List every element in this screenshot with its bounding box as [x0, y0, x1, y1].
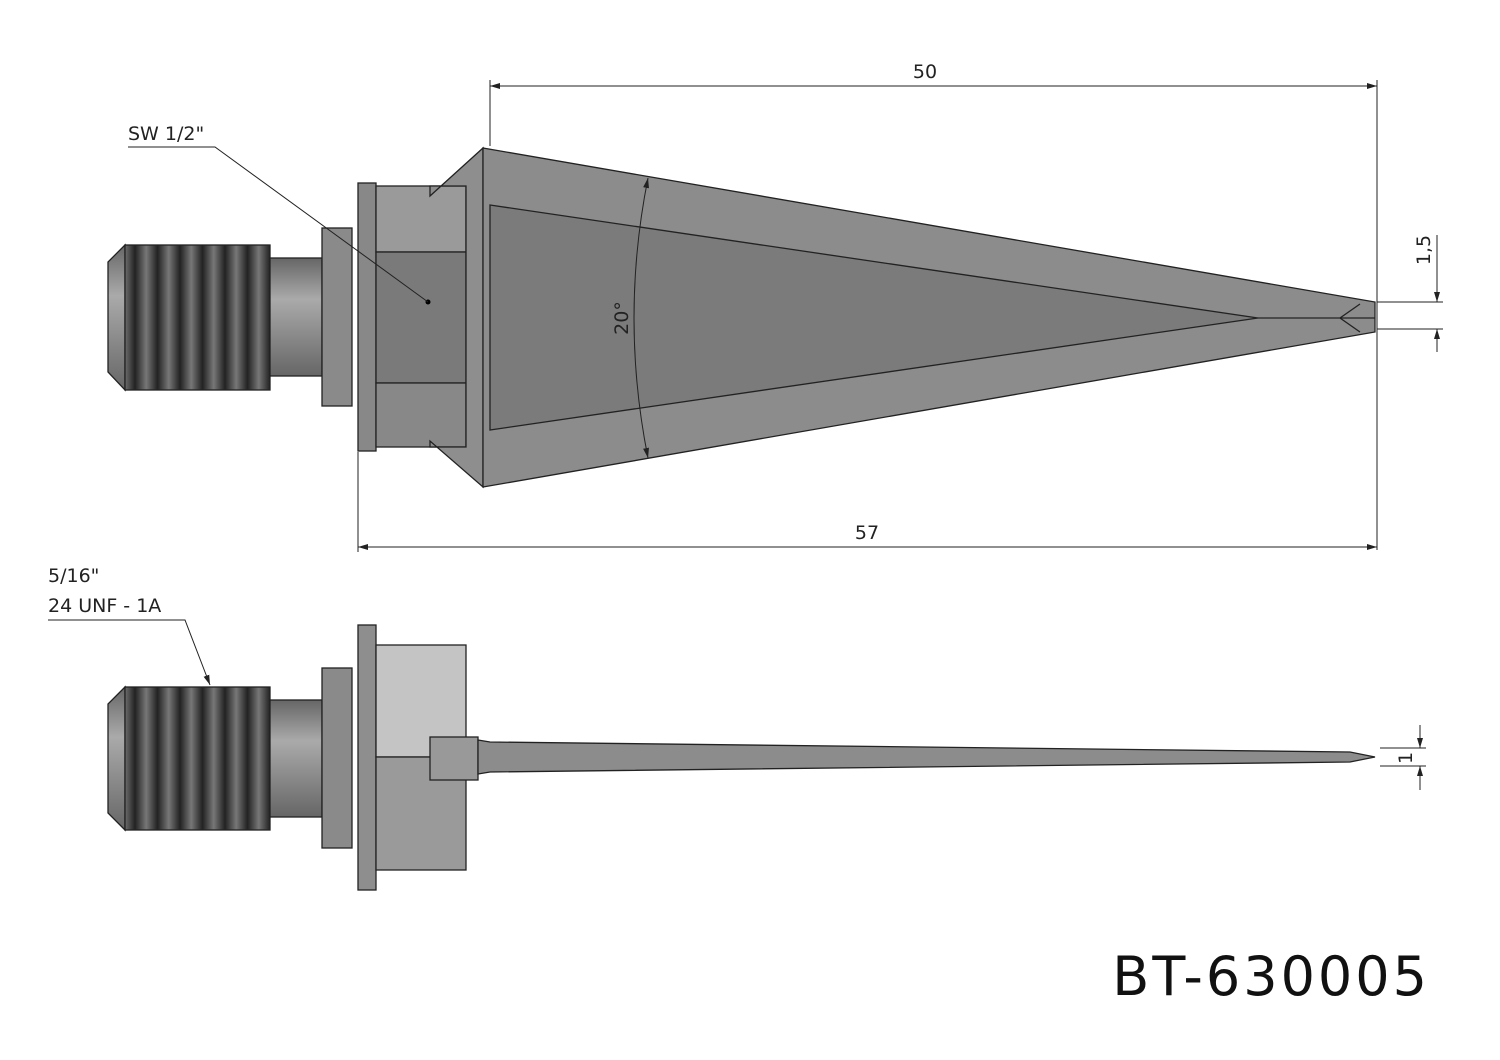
- dim-needle-extension: [1380, 725, 1426, 790]
- thread: [124, 686, 271, 831]
- dim-50-label: 50: [913, 61, 937, 83]
- dim-tip-extension: [1377, 235, 1443, 352]
- cone-face: [489, 204, 1259, 431]
- flange: [357, 182, 377, 452]
- needle: [477, 739, 1376, 775]
- hex-top-face: [375, 185, 467, 253]
- thread-chamfer: [107, 685, 126, 832]
- neck: [269, 257, 323, 377]
- tip-bevel: [1258, 303, 1375, 333]
- thread-leader: [48, 619, 211, 686]
- dim-57-label: 57: [855, 522, 879, 544]
- thread-chamfer: [107, 243, 126, 392]
- hex-bottom-face: [375, 382, 467, 448]
- collar: [321, 227, 353, 407]
- neck: [269, 699, 323, 818]
- dim-angle-arc: [633, 177, 649, 459]
- dim-tip-label: 1,5: [1413, 235, 1435, 265]
- side-view: 5/16" 24 UNF - 1A 1: [48, 565, 1426, 891]
- part-number: BT-630005: [1112, 945, 1430, 1008]
- thread-label-spec: 24 UNF - 1A: [48, 595, 161, 617]
- needle-holder: [429, 736, 479, 781]
- wrench-leader: [128, 146, 429, 303]
- dim-50-extension: [489, 80, 1378, 550]
- dim-needle-label: 1: [1395, 752, 1417, 764]
- hex-mid-face: [375, 251, 467, 384]
- top-view: SW 1/2" 50 57 1,5 20°: [107, 61, 1443, 552]
- flange: [357, 624, 377, 891]
- dim-angle-label: 20°: [611, 301, 633, 335]
- thread-label-size: 5/16": [48, 565, 99, 587]
- thread: [124, 244, 271, 391]
- collar: [321, 667, 353, 849]
- wrench-size-label: SW 1/2": [128, 123, 204, 145]
